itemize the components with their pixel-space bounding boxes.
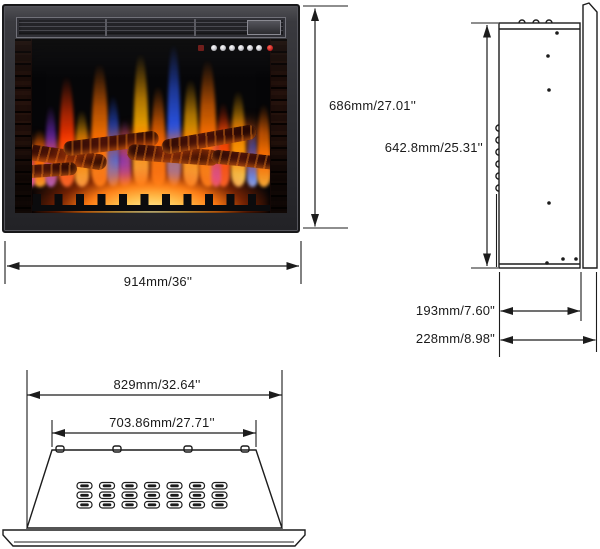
louver-slot: [76, 481, 93, 490]
louver-slot-opening: [147, 484, 157, 488]
vent-divider: [105, 19, 108, 36]
screw-holes: [545, 31, 578, 265]
louver-slot: [143, 500, 161, 509]
louver-slot: [211, 500, 228, 509]
louver-slot: [188, 500, 206, 509]
louver-slot: [211, 491, 228, 500]
louver-slot: [121, 481, 138, 490]
vent-control-unit: [247, 20, 281, 35]
louver-slot: [76, 491, 93, 500]
louver-slot-opening: [125, 484, 134, 488]
top-view-dimensions: [26, 370, 283, 527]
log-grate: [25, 191, 277, 211]
dimension-label-side-height: 642.8mm/25.31'': [384, 140, 483, 155]
louver-slot: [98, 481, 116, 490]
louver-slot: [76, 500, 93, 509]
louver-slot-opening: [125, 493, 134, 497]
louver-slot: [121, 491, 138, 500]
heater-vent: [16, 17, 286, 38]
louver-slot-opening: [192, 484, 202, 488]
louver-slot-opening: [102, 503, 112, 507]
screw-hole: [561, 257, 565, 261]
dimension-label-top-body-width: 829mm/32.64'': [113, 377, 201, 392]
dimension-label-depth-body: 193mm/7.60": [415, 303, 495, 318]
louver-slot-opening: [215, 503, 224, 507]
vent-divider: [193, 19, 196, 36]
louver-slot-opening: [192, 493, 202, 497]
louver-slot-opening: [80, 484, 89, 488]
louver-slot: [211, 481, 228, 490]
louver-slot: [143, 481, 161, 490]
louver-slot: [166, 500, 183, 509]
louver-slot-opening: [192, 503, 202, 507]
dimension-label-front-width: 914mm/36'': [123, 274, 193, 289]
screw-hole: [547, 88, 551, 92]
louver-slot: [166, 481, 183, 490]
firebox: [15, 39, 287, 213]
louver-vents: [76, 481, 228, 509]
screw-hole: [555, 31, 559, 35]
louver-slot: [98, 500, 116, 509]
side-view-drawing: [495, 2, 598, 269]
louver-slot-opening: [125, 503, 134, 507]
dimension-label-top-inner-width: 703.86mm/27.71'': [109, 415, 215, 430]
louver-slot: [188, 481, 206, 490]
louver-slot-opening: [147, 503, 157, 507]
louver-slot: [98, 491, 116, 500]
louver-slot: [188, 491, 206, 500]
grate-bar: [25, 205, 277, 211]
glass-reflection: [15, 39, 287, 79]
louver-slot-opening: [215, 493, 224, 497]
screw-hole: [546, 54, 550, 58]
louver-slot-opening: [80, 493, 89, 497]
louver-slot-opening: [102, 484, 112, 488]
screw-hole: [545, 261, 549, 265]
louver-slot-opening: [147, 493, 157, 497]
top-view-drawing: [2, 445, 306, 547]
louver-slot-opening: [102, 493, 112, 497]
dimension-label-front-height: 686mm/27.01'': [329, 98, 417, 113]
screw-hole: [547, 201, 551, 205]
louver-slot-opening: [80, 503, 89, 507]
front-view-photo: [2, 4, 300, 233]
louver-slot-opening: [215, 484, 224, 488]
louver-slot: [166, 491, 183, 500]
dimension-label-depth-total: 228mm/8.98": [415, 331, 495, 346]
louver-slot-opening: [170, 503, 179, 507]
louver-slot-opening: [170, 493, 179, 497]
louver-slot-opening: [170, 484, 179, 488]
louver-slot: [143, 491, 161, 500]
screw-hole: [574, 257, 578, 261]
louver-slot: [121, 500, 138, 509]
